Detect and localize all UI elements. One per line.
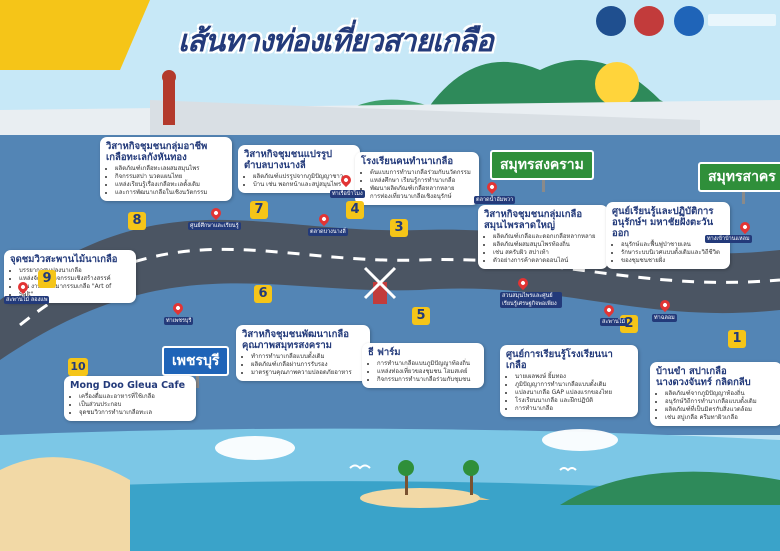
stop-8-item: ผลิตภัณฑ์เกลือทะเลผสมสมุนไพร <box>115 165 226 173</box>
stop-9-item: Salt" <box>19 291 130 299</box>
stop-card-7: วิสาหกิจชุมชนแปรรูป ตำบลบางนางลี่ ผลิตภั… <box>238 145 360 193</box>
stop-4-name: โรงเรียนคนทำนาเกลือ <box>361 156 454 167</box>
place-label: ศูนย์ศึกษาและเรียนรู้ <box>188 222 241 230</box>
stop-number-3: 3 <box>390 219 408 237</box>
stop-4-item: แหล่งศึกษา เรียนรู้การทำนาเกลือ <box>370 177 473 185</box>
sign-phetchaburi: เพชรบุรี <box>162 346 230 388</box>
org-logo-1 <box>596 6 626 36</box>
stop-1-name: บ้านขำ สปาเกลือ นางดวงจันทร์ กลิดกลีบ <box>656 366 751 388</box>
org-logo-text <box>708 14 776 26</box>
stop-7-name: วิสาหกิจชุมชนแปรรูป ตำบลบางนางลี่ <box>244 149 333 171</box>
stop-10-item: เครื่องดื่มและอาหารที่ใช้เกลือ <box>79 393 190 401</box>
mangrove-name: ศูนย์เรียนรู้และปฏิบัติการ อนุรักษ์ฯ มหา… <box>612 206 714 239</box>
place-label: ตลาดบางนางลี่ <box>308 228 348 236</box>
stop-4-item: การท่องเที่ยวนาเกลือเชิงอนุรักษ์ <box>370 193 473 201</box>
stop-5-name: ธี ฟาร์ม <box>368 347 401 358</box>
stop-8-name: วิสาหกิจชุมชนกลุ่มอาชีพ เกลือทะเลกังหันท… <box>106 141 208 163</box>
stop-10-item: จุดชมวิวการทำนาเกลือทะเล <box>79 409 190 417</box>
page-title: เส้นทางท่องเที่ยวสายเกลือ <box>178 24 494 59</box>
stop-2-item: การทำนาเกลือ <box>515 405 632 413</box>
stop-1-item: อนุรักษ์วิถีการทำนาเกลือแบบดั้งเดิม <box>665 398 776 406</box>
mangrove-item: รักษาระบบนิเวศแบบดั้งเดิมและวิถีชีวิต <box>621 249 724 257</box>
mangrove-item: ของชุมชนชายฝั่ง <box>621 257 724 265</box>
stop-card-1: บ้านขำ สปาเกลือ นางดวงจันทร์ กลิดกลีบ ผล… <box>650 362 780 426</box>
stop-card-3: วิสาหกิจชุมชนกลุ่มเกลือ สมุนไพรลาดใหญ่ ผ… <box>478 205 608 269</box>
sign-samut-songkhram: สมุทรสงคราม <box>490 150 594 192</box>
stop-4-item: ต้นแบบการทำนาเกลือร่วมกับนวัตกรรม <box>370 169 473 177</box>
place-label: ท่าฉลอม <box>652 314 677 322</box>
stop-9-name: จุดชมวิวสะพานไม้นาเกลือ <box>10 254 118 265</box>
stop-5-item: การทำนาเกลือแบบภูมิปัญญาท้องถิ่น <box>377 360 478 368</box>
stop-8-item: และการพัฒนาเกลือในเชิงนวัตกรรม <box>115 189 226 197</box>
stop-4-item: พัฒนาผลิตภัณฑ์เกลือหลากหลาย <box>370 185 473 193</box>
stop-card-10: Mong Doo Gleua Cafe เครื่องดื่มและอาหารท… <box>64 376 196 421</box>
palm-icon <box>398 460 479 495</box>
stop-number-6: 6 <box>254 285 272 303</box>
sun-icon <box>595 62 639 106</box>
stop-1-item: ผลิตภัณฑ์ที่เป็นมิตรกับสิ่งแวดล้อม <box>665 406 776 414</box>
stop-2-name: ศูนย์การเรียนรู้โรงเรียนนาเกลือ <box>506 349 613 371</box>
windmill-icon <box>363 266 397 304</box>
stop-1-item: เช่น สบู่เกลือ ครีมทาผิวเกลือ <box>665 414 776 422</box>
stop-6-item: ผลิตภัณฑ์เกลือผ่านการรับรอง <box>251 361 364 369</box>
place-label: ทางเข้าบ้านแหลม <box>705 235 752 243</box>
stop-7-item: ผลิตภัณฑ์แปรรูปจากภูมิปัญญาชาว <box>253 173 354 181</box>
org-logo-2 <box>634 6 664 36</box>
stop-9-item: เช่น งานประติมากรรมเกลือ "Art of <box>19 283 130 291</box>
stop-8-item: แหล่งเรียนรู้เรื่องเกลือทะเลดั้งเดิม <box>115 181 226 189</box>
stop-2-item: โรงเรียนนาเกลือ และฝึกปฏิบัติ <box>515 397 632 405</box>
mangrove-item: อนุรักษ์และฟื้นฟูป่าชายเลน <box>621 241 724 249</box>
place-label: ท่าเพชรบุรี <box>164 317 194 325</box>
stop-card-5: ธี ฟาร์ม การทำนาเกลือแบบภูมิปัญญาท้องถิ่… <box>362 343 484 388</box>
stop-5-item: แหล่งท่องเที่ยวของชุมชน โฮมสเตย์ <box>377 368 478 376</box>
place-label: สะพานไม้ <box>600 318 628 326</box>
stop-10-name: Mong Doo Gleua Cafe <box>70 380 186 391</box>
stop-1-item: ผลิตภัณฑ์จากภูมิปัญญาท้องถิ่น <box>665 390 776 398</box>
stop-9-item: บรรยากาศแปลงนาเกลือ <box>19 267 130 275</box>
org-logo-3 <box>674 6 704 36</box>
stop-3-item: ผลิตภัณฑ์เกลือและดอกเกลือหลากหลาย <box>493 233 602 241</box>
stop-3-item: ตัวอย่างการค้าตลาดออนไลน์ <box>493 257 602 265</box>
place-label: ท่าเรือป้าโมง <box>330 190 365 198</box>
stop-number-10: 10 <box>68 358 88 376</box>
stop-6-item: ทำการทำนาเกลือแบบดั้งเดิม <box>251 353 364 361</box>
stop-3-item: เช่น สครับผิว สปาเท้า <box>493 249 602 257</box>
stop-card-4: โรงเรียนคนทำนาเกลือ ต้นแบบการทำนาเกลือร่… <box>355 152 479 205</box>
sign-samut-sakhon: สมุทรสาคร <box>698 162 780 204</box>
stop-5-item: กิจกรรมการทำนาเกลือร่วมกับชุมชน <box>377 376 478 384</box>
stop-6-item: มาตรฐานคุณภาพความปลอดภัยอาหาร <box>251 369 364 377</box>
stop-number-7: 7 <box>250 201 268 219</box>
gull-icon <box>349 464 371 470</box>
stop-8-item: กิจกรรมสปา นวดแผนไทย <box>115 173 226 181</box>
stop-number-9: 9 <box>38 270 56 288</box>
stop-number-1: 1 <box>728 330 746 348</box>
stop-2-item: นายเผลพงษ์ ยิ้มทอง <box>515 373 632 381</box>
stop-card-2: ศูนย์การเรียนรู้โรงเรียนนาเกลือ นายเผลพง… <box>500 345 638 417</box>
place-label: สวนสมุนไพรและศูนย์เรียนรู้เศรษฐกิจพอเพีย… <box>500 292 562 308</box>
stop-number-4: 4 <box>346 201 364 219</box>
stop-10-item: เป็นส่วนประกอบ <box>79 401 190 409</box>
stop-3-name: วิสาหกิจชุมชนกลุ่มเกลือ สมุนไพรลาดใหญ่ <box>484 209 583 231</box>
stop-3-item: ผลิตภัณฑ์ผสมสมุนไพรท้องถิ่น <box>493 241 602 249</box>
stop-2-item: ภูมิปัญญาการทำนาเกลือแบบดั้งเดิม <box>515 381 632 389</box>
place-label: ตลาดน้ำอัมพวา <box>474 196 516 204</box>
stop-9-item: แหล่งจัดงาน กิจกรรมเชิงสร้างสรรค์ <box>19 275 130 283</box>
lighthouse-icon <box>162 70 176 125</box>
stop-number-5: 5 <box>412 307 430 325</box>
stop-card-8: วิสาหกิจชุมชนกลุ่มอาชีพ เกลือทะเลกังหันท… <box>100 137 232 201</box>
stop-number-8: 8 <box>128 212 146 230</box>
stop-2-item: แปลงนาเกลือ GAP แปลงแรกของไทย <box>515 389 632 397</box>
stop-card-6: วิสาหกิจชุมชนพัฒนาเกลือ คุณภาพสมุทรสงครา… <box>236 325 370 381</box>
stop-7-item: บ้าน เช่น พอกหน้าและสบู่สมุนไพร <box>253 181 354 189</box>
place-label: สะพานไม้ ลองแพ <box>4 296 50 304</box>
stop-6-name: วิสาหกิจชุมชนพัฒนาเกลือ คุณภาพสมุทรสงครา… <box>242 329 349 351</box>
